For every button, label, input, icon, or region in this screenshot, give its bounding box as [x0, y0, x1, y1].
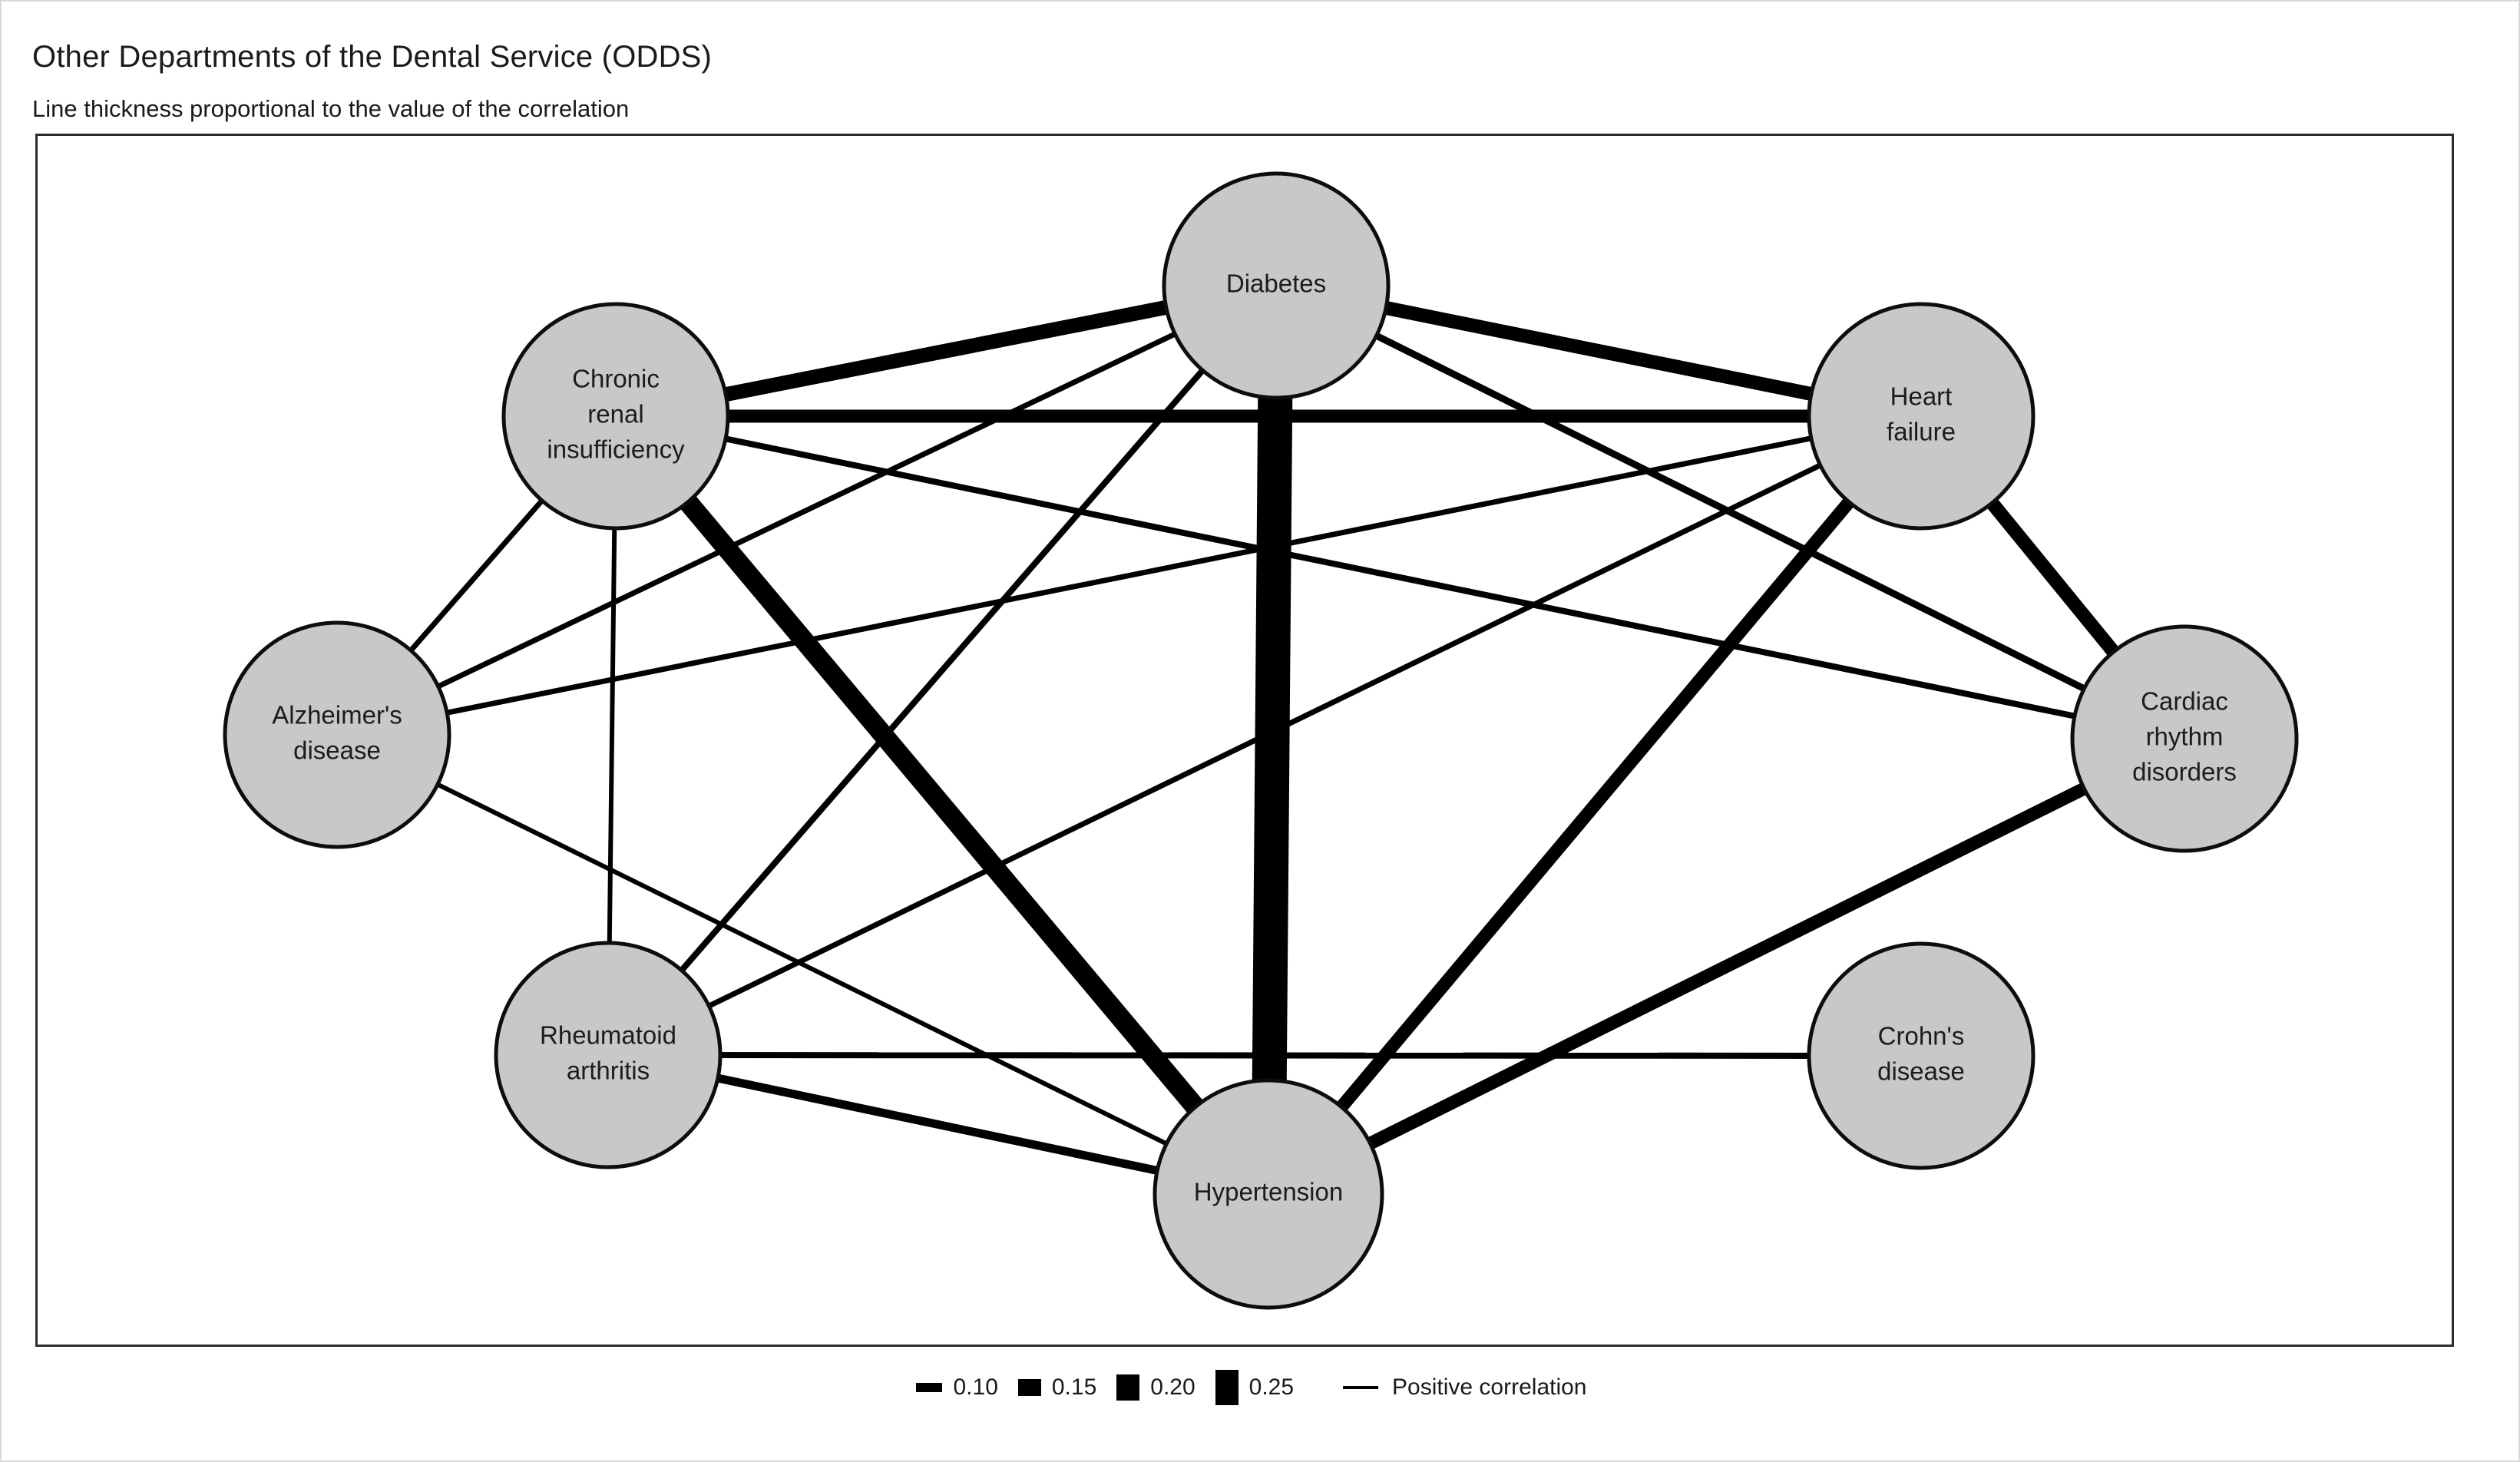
node-diabetes[interactable]: Diabetes: [1162, 171, 1391, 400]
node-circle: [2070, 624, 2299, 853]
node-circle: [1153, 1078, 1384, 1310]
legend-swatch-icon: [1116, 1374, 1140, 1401]
node-crohns_disease[interactable]: Crohn's disease: [1807, 941, 2036, 1170]
legend-item-0-25: 0.25: [1215, 1370, 1294, 1405]
node-circle: [1807, 941, 2036, 1170]
node-circle: [1162, 171, 1391, 400]
node-heart_failure[interactable]: Heart failure: [1807, 302, 2036, 531]
node-circle: [1807, 302, 2036, 531]
node-circle: [223, 620, 451, 849]
page-title: Other Departments of the Dental Service …: [32, 40, 713, 74]
node-cardiac_rhythm_disorders[interactable]: Cardiac rhythm disorders: [2070, 624, 2299, 853]
node-label: insufficiency: [547, 435, 685, 464]
node-label: failure: [1887, 418, 1956, 446]
node-label: arthritis: [567, 1057, 650, 1085]
node-label: disease: [1877, 1057, 1965, 1086]
legend-swatch-icon: [916, 1383, 943, 1392]
legend-value-label: 0.20: [1150, 1374, 1196, 1400]
node-label: disease: [293, 736, 381, 765]
legend-swatch-icon: [1215, 1370, 1239, 1405]
node-label: Diabetes: [1226, 270, 1326, 298]
node-label: rhythm: [2146, 723, 2224, 751]
node-label: Chronic: [572, 365, 660, 393]
page-subtitle: Line thickness proportional to the value…: [32, 95, 630, 122]
legend-line-icon: [1343, 1386, 1379, 1389]
legend-value-label: 0.15: [1051, 1374, 1097, 1400]
legend-item-0-10: 0.10: [916, 1374, 998, 1401]
node-label: Crohn's: [1878, 1022, 1965, 1050]
legend-swatch-icon: [1017, 1379, 1041, 1396]
legend-item-0-15: 0.15: [1017, 1374, 1097, 1401]
node-label: disorders: [2132, 758, 2237, 786]
node-circle: [501, 302, 730, 531]
node-label: Hypertension: [1194, 1178, 1343, 1206]
node-label: renal: [587, 400, 643, 428]
legend-value-label: 0.10: [953, 1374, 998, 1400]
node-rheumatoid_arthritis[interactable]: Rheumatoid arthritis: [494, 941, 723, 1169]
legend-thickness-items: 0.10 0.15 0.20 0.25: [916, 1370, 1314, 1405]
legend-positive-label: Positive correlation: [1392, 1374, 1587, 1400]
node-chronic_renal_insufficiency[interactable]: Chronic renal insufficiency: [501, 302, 730, 531]
node-circle: [494, 941, 723, 1169]
node-label: Alzheimer's: [272, 701, 402, 729]
legend-item-positive-correlation: Positive correlation: [1343, 1374, 1587, 1401]
legend-item-0-20: 0.20: [1116, 1374, 1196, 1401]
legend-value-label: 0.25: [1248, 1374, 1295, 1400]
node-hypertension[interactable]: Hypertension: [1153, 1078, 1384, 1310]
legend: 0.10 0.15 0.20 0.25 Positive correlation: [2, 1370, 2518, 1405]
node-alzheimers_disease[interactable]: Alzheimer's disease: [223, 620, 451, 849]
node-label: Heart: [1890, 382, 1953, 411]
node-label: Cardiac: [2141, 687, 2228, 716]
node-label: Rheumatoid: [540, 1021, 676, 1050]
